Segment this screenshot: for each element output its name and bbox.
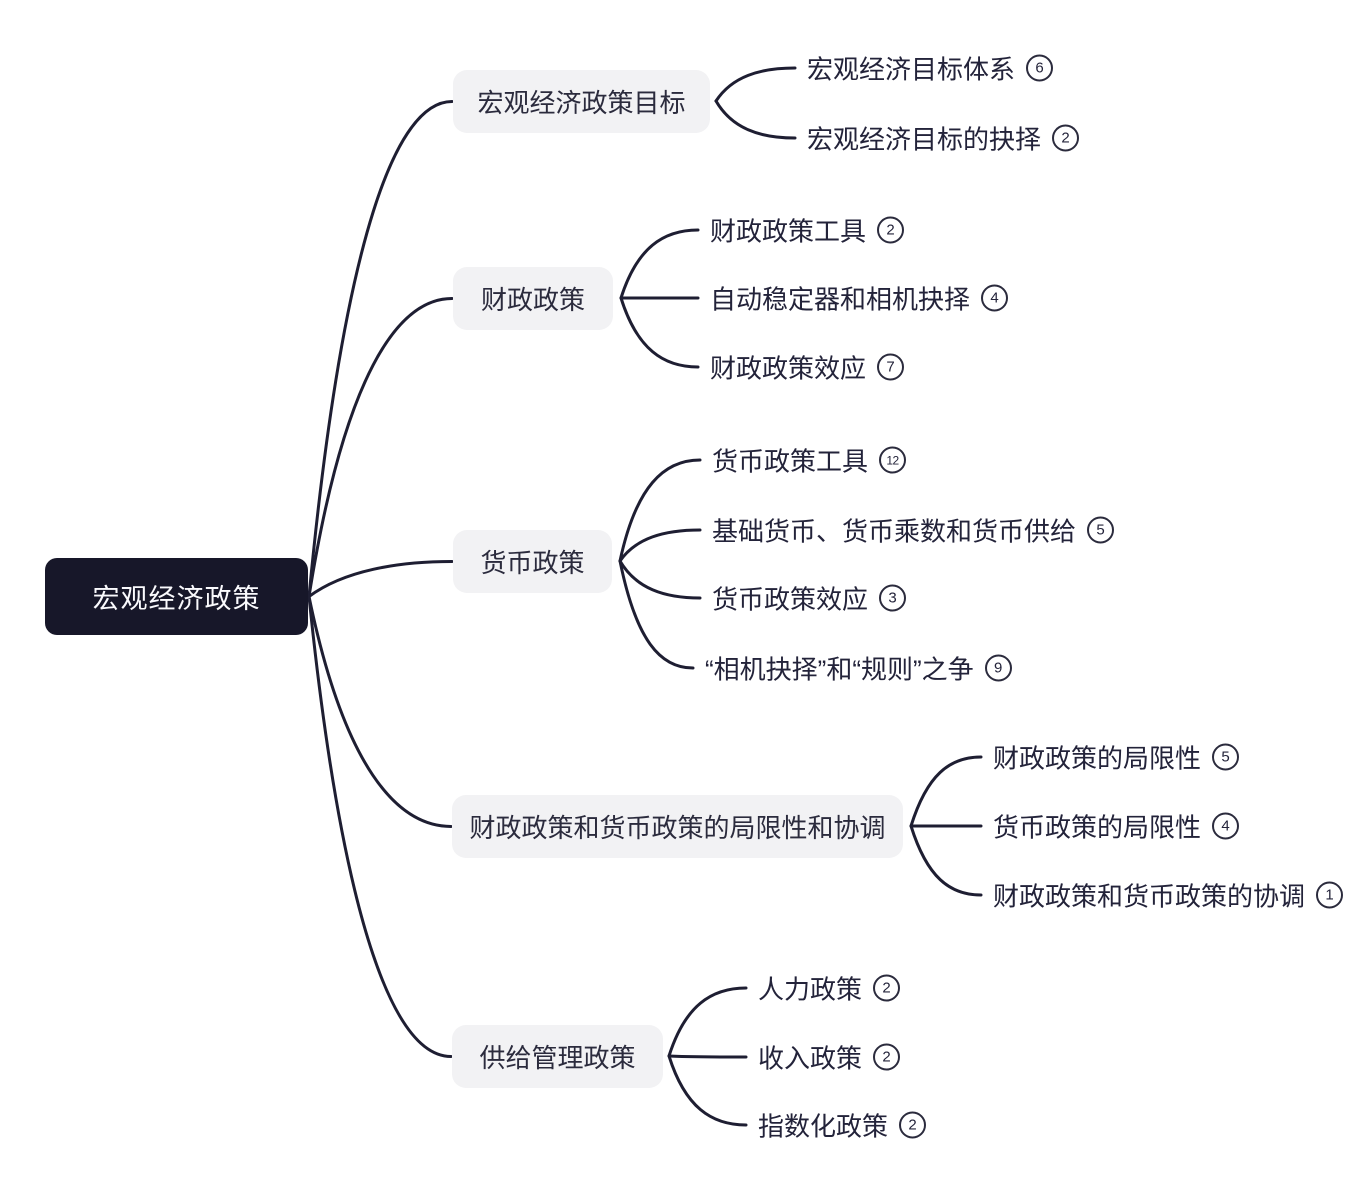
- branch-node[interactable]: 财政政策: [453, 267, 613, 330]
- leaf-node[interactable]: 宏观经济目标的抉择 2: [807, 120, 1080, 157]
- count-badge[interactable]: 3: [879, 584, 907, 612]
- leaf-node[interactable]: 货币政策效应 3: [712, 580, 907, 617]
- branch-node[interactable]: 货币政策: [453, 530, 612, 593]
- count-badge[interactable]: 5: [1212, 743, 1240, 771]
- leaf-node[interactable]: 自动稳定器和相机抉择 4: [710, 280, 1009, 317]
- leaf-label: 人力政策: [758, 974, 863, 1005]
- leaf-label: 财政政策工具: [710, 216, 867, 247]
- leaf-node[interactable]: 人力政策 2: [758, 970, 901, 1007]
- leaf-label: 货币政策的局限性: [993, 812, 1202, 843]
- leaf-node[interactable]: 宏观经济目标体系 6: [807, 50, 1054, 87]
- leaf-node[interactable]: 货币政策的局限性 4: [993, 808, 1240, 845]
- leaf-label: 指数化政策: [758, 1111, 889, 1142]
- leaf-node[interactable]: 财政政策和货币政策的协调 1: [993, 877, 1344, 914]
- leaf-label: 货币政策效应: [712, 584, 869, 615]
- count-badge[interactable]: 6: [1026, 54, 1054, 82]
- count-badge[interactable]: 4: [981, 284, 1009, 312]
- leaf-label: 收入政策: [758, 1043, 863, 1074]
- branch-node[interactable]: 宏观经济政策目标: [453, 70, 710, 133]
- branch-node[interactable]: 财政政策和货币政策的局限性和协调: [452, 795, 903, 858]
- count-badge[interactable]: 4: [1212, 812, 1240, 840]
- leaf-node[interactable]: 指数化政策 2: [758, 1107, 927, 1144]
- count-badge[interactable]: 12: [879, 446, 907, 474]
- leaf-label: 自动稳定器和相机抉择: [710, 284, 971, 315]
- branch-node[interactable]: 供给管理政策: [452, 1025, 663, 1088]
- leaf-node[interactable]: 财政政策的局限性 5: [993, 739, 1240, 776]
- count-badge[interactable]: 2: [1052, 124, 1080, 152]
- leaf-label: 宏观经济目标的抉择: [807, 124, 1042, 155]
- count-badge[interactable]: 2: [873, 1043, 901, 1071]
- count-badge[interactable]: 1: [1316, 881, 1344, 909]
- leaf-label: 货币政策工具: [712, 446, 869, 477]
- leaf-node[interactable]: 收入政策 2: [758, 1039, 901, 1076]
- count-badge[interactable]: 2: [873, 974, 901, 1002]
- leaf-label: 财政政策的局限性: [993, 743, 1202, 774]
- root-node[interactable]: 宏观经济政策: [45, 558, 308, 635]
- leaf-node[interactable]: 财政政策效应 7: [710, 349, 905, 386]
- leaf-label: 财政政策效应: [710, 353, 867, 384]
- count-badge[interactable]: 2: [899, 1111, 927, 1139]
- leaf-label: “相机抉择”和“规则”之争: [705, 654, 974, 685]
- count-badge[interactable]: 2: [877, 216, 905, 244]
- leaf-node[interactable]: 货币政策工具 12: [712, 442, 907, 479]
- leaf-label: 宏观经济目标体系: [807, 54, 1016, 85]
- count-badge[interactable]: 5: [1087, 516, 1115, 544]
- leaf-node[interactable]: 财政政策工具 2: [710, 212, 905, 249]
- leaf-node[interactable]: “相机抉择”和“规则”之争 9: [705, 650, 1012, 687]
- leaf-label: 财政政策和货币政策的协调: [993, 881, 1306, 912]
- count-badge[interactable]: 9: [984, 654, 1012, 682]
- leaf-label: 基础货币、货币乘数和货币供给: [712, 516, 1077, 547]
- count-badge[interactable]: 7: [877, 353, 905, 381]
- leaf-node[interactable]: 基础货币、货币乘数和货币供给 5: [712, 512, 1115, 549]
